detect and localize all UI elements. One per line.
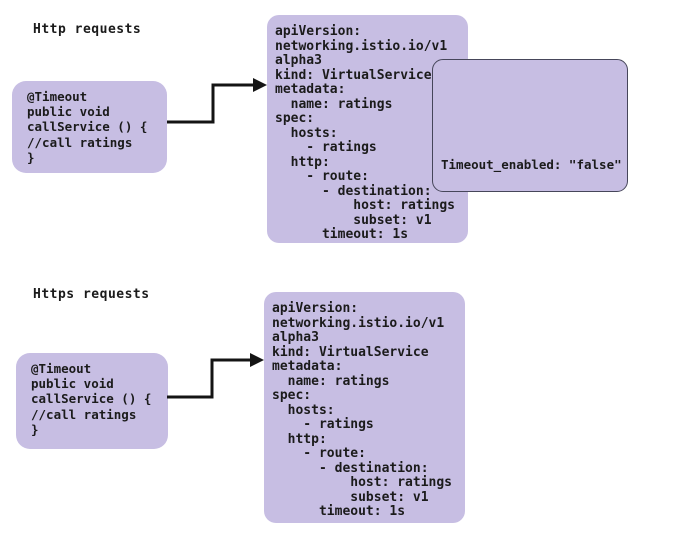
text-line: subset: v1: [275, 212, 432, 228]
text-line: - destination:: [272, 460, 429, 476]
text-line: - route:: [275, 169, 369, 184]
text-line: timeout: 1s: [272, 504, 406, 519]
text-line: apiVersion:: [272, 301, 359, 316]
text-line: kind: VirtualService: [272, 344, 429, 360]
text-line: - ratings: [272, 417, 374, 432]
text-line: //call ratings: [27, 134, 133, 150]
text-line: timeout: 1s: [275, 227, 409, 242]
text-line: public void: [31, 376, 114, 392]
text-line: http:: [275, 154, 330, 170]
text-line: name: ratings: [275, 96, 393, 112]
text-line: - destination:: [275, 183, 432, 199]
text-line: host: ratings: [275, 198, 456, 213]
text-line: http:: [272, 431, 327, 447]
text-line: @Timeout: [27, 89, 88, 104]
text-line: metadata:: [275, 82, 346, 97]
text-line: subset: v1: [272, 489, 429, 505]
https-requests-label: Https requests: [33, 287, 150, 302]
text-line: alpha3: [275, 53, 322, 68]
text-line: metadata:: [272, 359, 343, 374]
text-line: hosts:: [275, 125, 338, 141]
text-line: networking.istio.io/v1: [272, 315, 445, 331]
text-line: hosts:: [272, 402, 335, 418]
text-line: host: ratings: [272, 475, 453, 490]
text-line: public void: [27, 104, 110, 120]
text-line: alpha3: [272, 330, 319, 345]
http-requests-label: Http requests: [33, 22, 142, 37]
text-line: }: [27, 149, 35, 165]
timeout-enabled-text: Timeout_enabled: "false": [441, 157, 622, 172]
text-line: kind: VirtualService: [275, 67, 432, 83]
text-line: callService () {: [31, 391, 152, 407]
text-line: spec:: [272, 388, 312, 403]
http-flow-arrow-icon: [167, 78, 267, 124]
text-line: callService () {: [27, 119, 148, 135]
text-line: - route:: [272, 446, 366, 461]
text-line: @Timeout: [31, 361, 92, 376]
text-line: //call ratings: [31, 406, 137, 422]
https-flow-arrow-icon: [167, 353, 264, 399]
text-line: apiVersion:: [275, 24, 362, 39]
text-line: networking.istio.io/v1: [275, 38, 448, 54]
text-line: name: ratings: [272, 373, 390, 389]
text-line: }: [31, 421, 39, 437]
text-line: spec:: [275, 111, 315, 126]
text-line: - ratings: [275, 140, 377, 155]
timeout-enabled-overlay-box: Timeout_enabled: "false": [432, 59, 628, 192]
